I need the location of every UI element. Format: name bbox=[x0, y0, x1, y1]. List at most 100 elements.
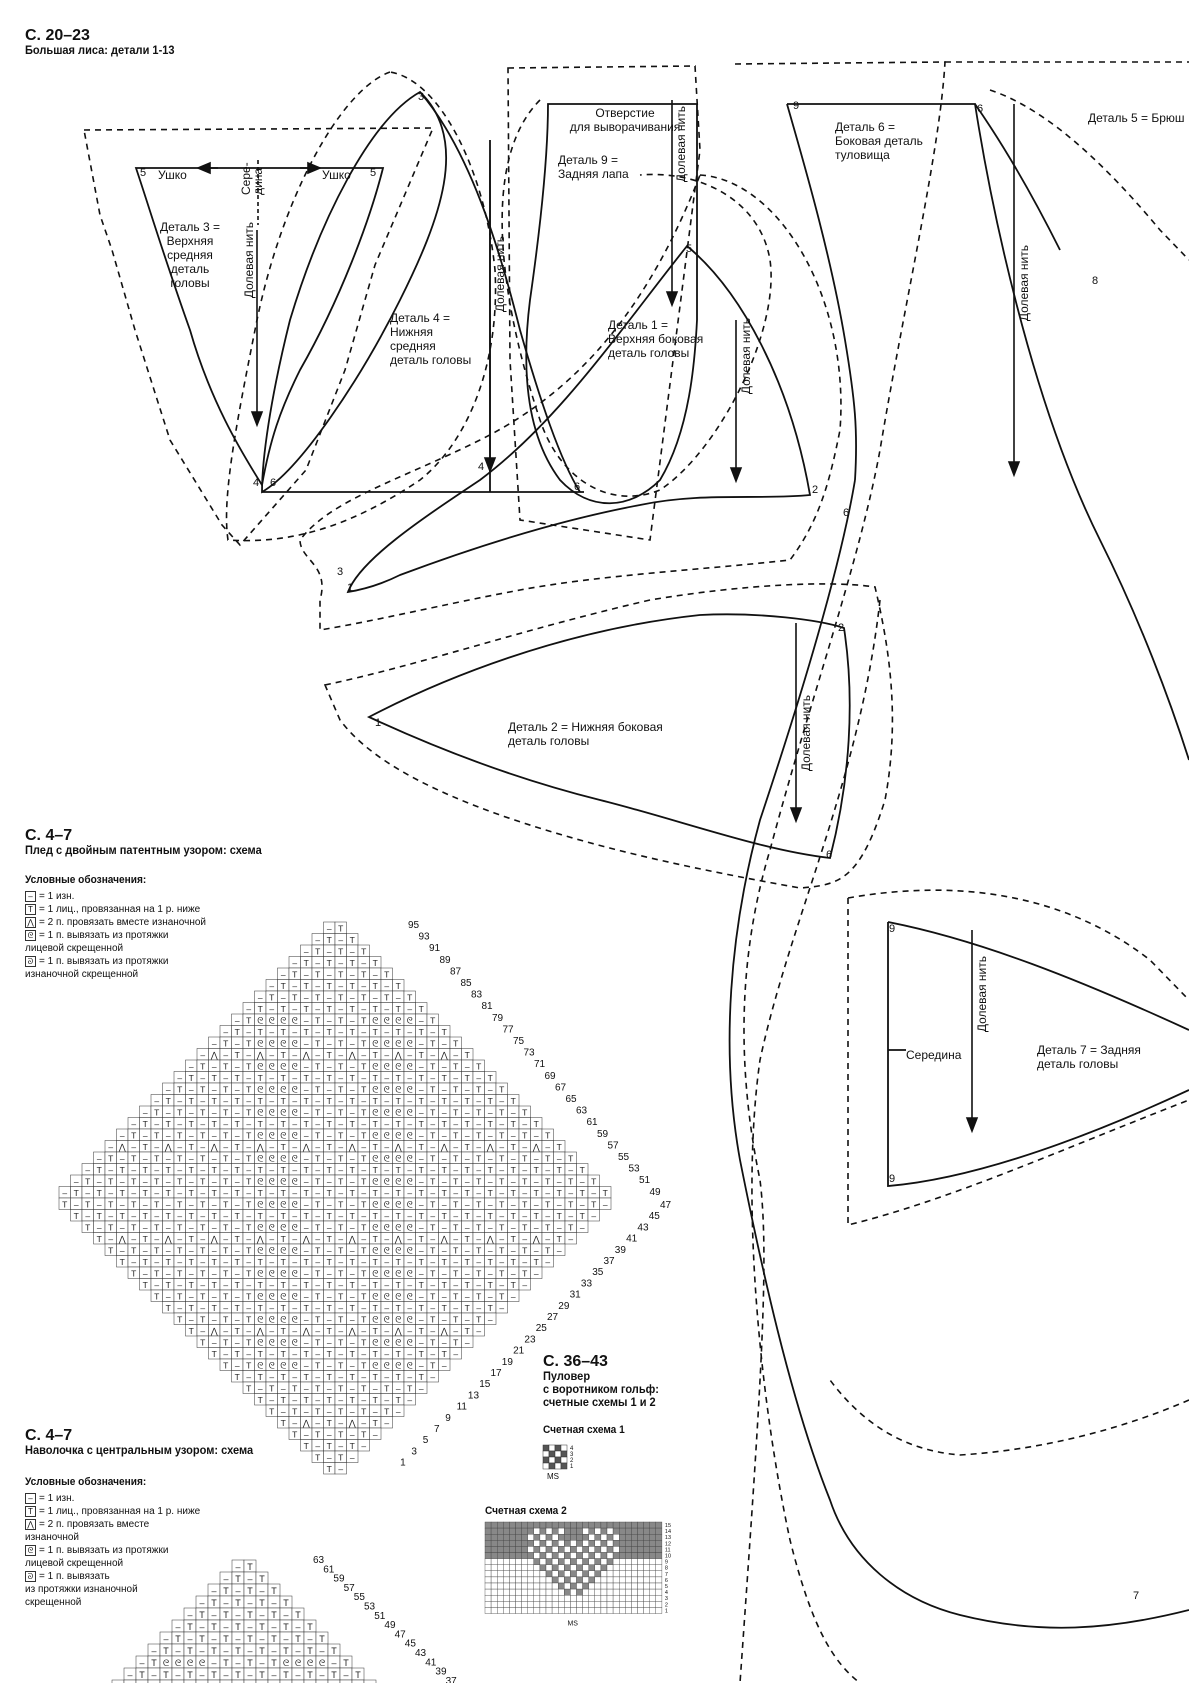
scheme1-cell bbox=[560, 1456, 568, 1464]
part9-seam-allowance bbox=[507, 65, 701, 541]
scheme2-cell bbox=[594, 1527, 602, 1535]
scheme1-cell bbox=[548, 1456, 556, 1464]
scheme2-cell bbox=[545, 1552, 553, 1559]
scheme2-cell bbox=[576, 1540, 583, 1547]
chart-symbol: T bbox=[373, 958, 378, 968]
scheme2-cell bbox=[533, 1521, 541, 1529]
scheme2-cell bbox=[551, 1582, 559, 1590]
scheme2-cell bbox=[588, 1582, 596, 1590]
scheme1-cell bbox=[542, 1444, 550, 1452]
scheme2-cell bbox=[484, 1601, 492, 1608]
page-reference: С. 20–23 bbox=[25, 27, 90, 44]
chart-symbol: ᘓ bbox=[280, 1016, 286, 1026]
scheme2-cell bbox=[503, 1558, 510, 1565]
scheme2-cell bbox=[655, 1546, 663, 1553]
scheme2-cell bbox=[588, 1601, 596, 1608]
chart-symbol: T bbox=[315, 1062, 320, 1072]
scheme2-cell bbox=[533, 1570, 541, 1578]
scheme2-cell bbox=[551, 1540, 559, 1547]
row-number: 2 bbox=[665, 1602, 668, 1608]
scheme2-cell bbox=[558, 1607, 565, 1614]
ms-label: MS bbox=[547, 1472, 559, 1481]
scheme1-cell bbox=[560, 1462, 568, 1470]
opening-label: Отверстие для выворачивания bbox=[569, 106, 681, 134]
scheme2-cell bbox=[655, 1540, 663, 1547]
plaid-legend-title: Условные обозначения: bbox=[25, 874, 147, 886]
scheme2-cell bbox=[490, 1521, 498, 1529]
chart-symbol: T bbox=[315, 947, 320, 957]
scheme1-cell bbox=[554, 1456, 562, 1464]
chart-symbol: – bbox=[338, 935, 343, 945]
chart-symbol: – bbox=[453, 1050, 458, 1060]
scheme2-cell bbox=[539, 1546, 547, 1553]
chart-symbol: – bbox=[407, 1050, 412, 1060]
chart-symbol: T bbox=[396, 1027, 401, 1037]
scheme2-cell bbox=[594, 1558, 602, 1565]
chart-symbol: – bbox=[235, 1062, 240, 1072]
point-3-part1: 3 bbox=[337, 566, 344, 578]
scheme2-cell bbox=[588, 1540, 596, 1547]
row-number: 6 bbox=[665, 1578, 668, 1584]
scheme2-cell bbox=[637, 1607, 644, 1614]
part3-label: Деталь 3 = Верхняя средняя деталь головы bbox=[159, 220, 221, 290]
scheme2-cell bbox=[527, 1570, 535, 1578]
chart-symbol: – bbox=[292, 1050, 297, 1060]
scheme2-cell bbox=[490, 1527, 498, 1535]
chart-symbol: T bbox=[419, 1050, 424, 1060]
scheme2-cell bbox=[594, 1607, 602, 1614]
scheme2-cell bbox=[594, 1594, 602, 1602]
scheme2-cell bbox=[600, 1588, 608, 1596]
scheme2-cell bbox=[643, 1558, 650, 1565]
chart-symbol: ⋀ bbox=[440, 1050, 449, 1060]
chart-symbol: ᘓ bbox=[407, 1039, 413, 1049]
chart-symbol: – bbox=[292, 958, 297, 968]
chart-symbol: T bbox=[258, 1027, 263, 1037]
chart-symbol: – bbox=[419, 1039, 424, 1049]
chart-symbol: – bbox=[373, 970, 378, 980]
chart-symbol: T bbox=[338, 1039, 343, 1049]
scheme2-cell bbox=[497, 1533, 504, 1541]
scheme2-cell bbox=[527, 1582, 535, 1590]
point-6-mid: 6 bbox=[574, 481, 581, 493]
row-number: 1 bbox=[570, 1464, 574, 1470]
scheme2-cell bbox=[625, 1558, 632, 1565]
scheme2-cell bbox=[619, 1594, 626, 1602]
scheme2-cell bbox=[490, 1576, 498, 1584]
scheme2-cell bbox=[588, 1533, 596, 1541]
scheme2-cell bbox=[564, 1607, 571, 1614]
scheme2-cell bbox=[588, 1607, 596, 1614]
scheme2-cell bbox=[521, 1576, 528, 1584]
chart-symbol: – bbox=[327, 993, 332, 1003]
chart-symbol: – bbox=[269, 981, 274, 991]
scheme2-cell bbox=[551, 1546, 559, 1553]
chart-symbol: – bbox=[384, 1027, 389, 1037]
scheme2-cell bbox=[600, 1552, 608, 1559]
scheme2-cell bbox=[576, 1521, 583, 1529]
scheme2-cell bbox=[527, 1546, 535, 1553]
point-2-part2: 2 bbox=[838, 622, 845, 634]
part5-label: Деталь 5 = Брюш bbox=[1088, 111, 1185, 125]
part7-seam-allowance bbox=[847, 889, 1189, 1227]
scheme2-cell bbox=[570, 1552, 577, 1559]
scheme2-cell bbox=[497, 1588, 504, 1596]
scheme2-cell bbox=[515, 1533, 522, 1541]
chart-symbol: ⋀ bbox=[348, 1050, 357, 1060]
scheme2-cell bbox=[527, 1527, 535, 1535]
scheme2-cell bbox=[509, 1607, 516, 1614]
scheme2-cell bbox=[649, 1527, 657, 1535]
scheme2-cell bbox=[545, 1540, 553, 1547]
scheme2-cell bbox=[612, 1594, 620, 1602]
chart-symbol: – bbox=[350, 970, 355, 980]
scheme2-cell bbox=[570, 1521, 577, 1529]
chart-symbol: – bbox=[304, 947, 309, 957]
scheme2-cell bbox=[570, 1540, 577, 1547]
scheme2-cell bbox=[509, 1546, 516, 1553]
legend-row: ᘐ= 1 п. вывязать из протяжки изнаночной … bbox=[25, 955, 255, 981]
chart-symbol: – bbox=[235, 1039, 240, 1049]
scheme2-cell bbox=[643, 1527, 650, 1535]
scheme2-cell bbox=[509, 1533, 516, 1541]
scheme2-cell bbox=[655, 1594, 663, 1602]
scheme2-cell bbox=[576, 1558, 583, 1565]
part6-outline-top bbox=[787, 103, 1189, 761]
